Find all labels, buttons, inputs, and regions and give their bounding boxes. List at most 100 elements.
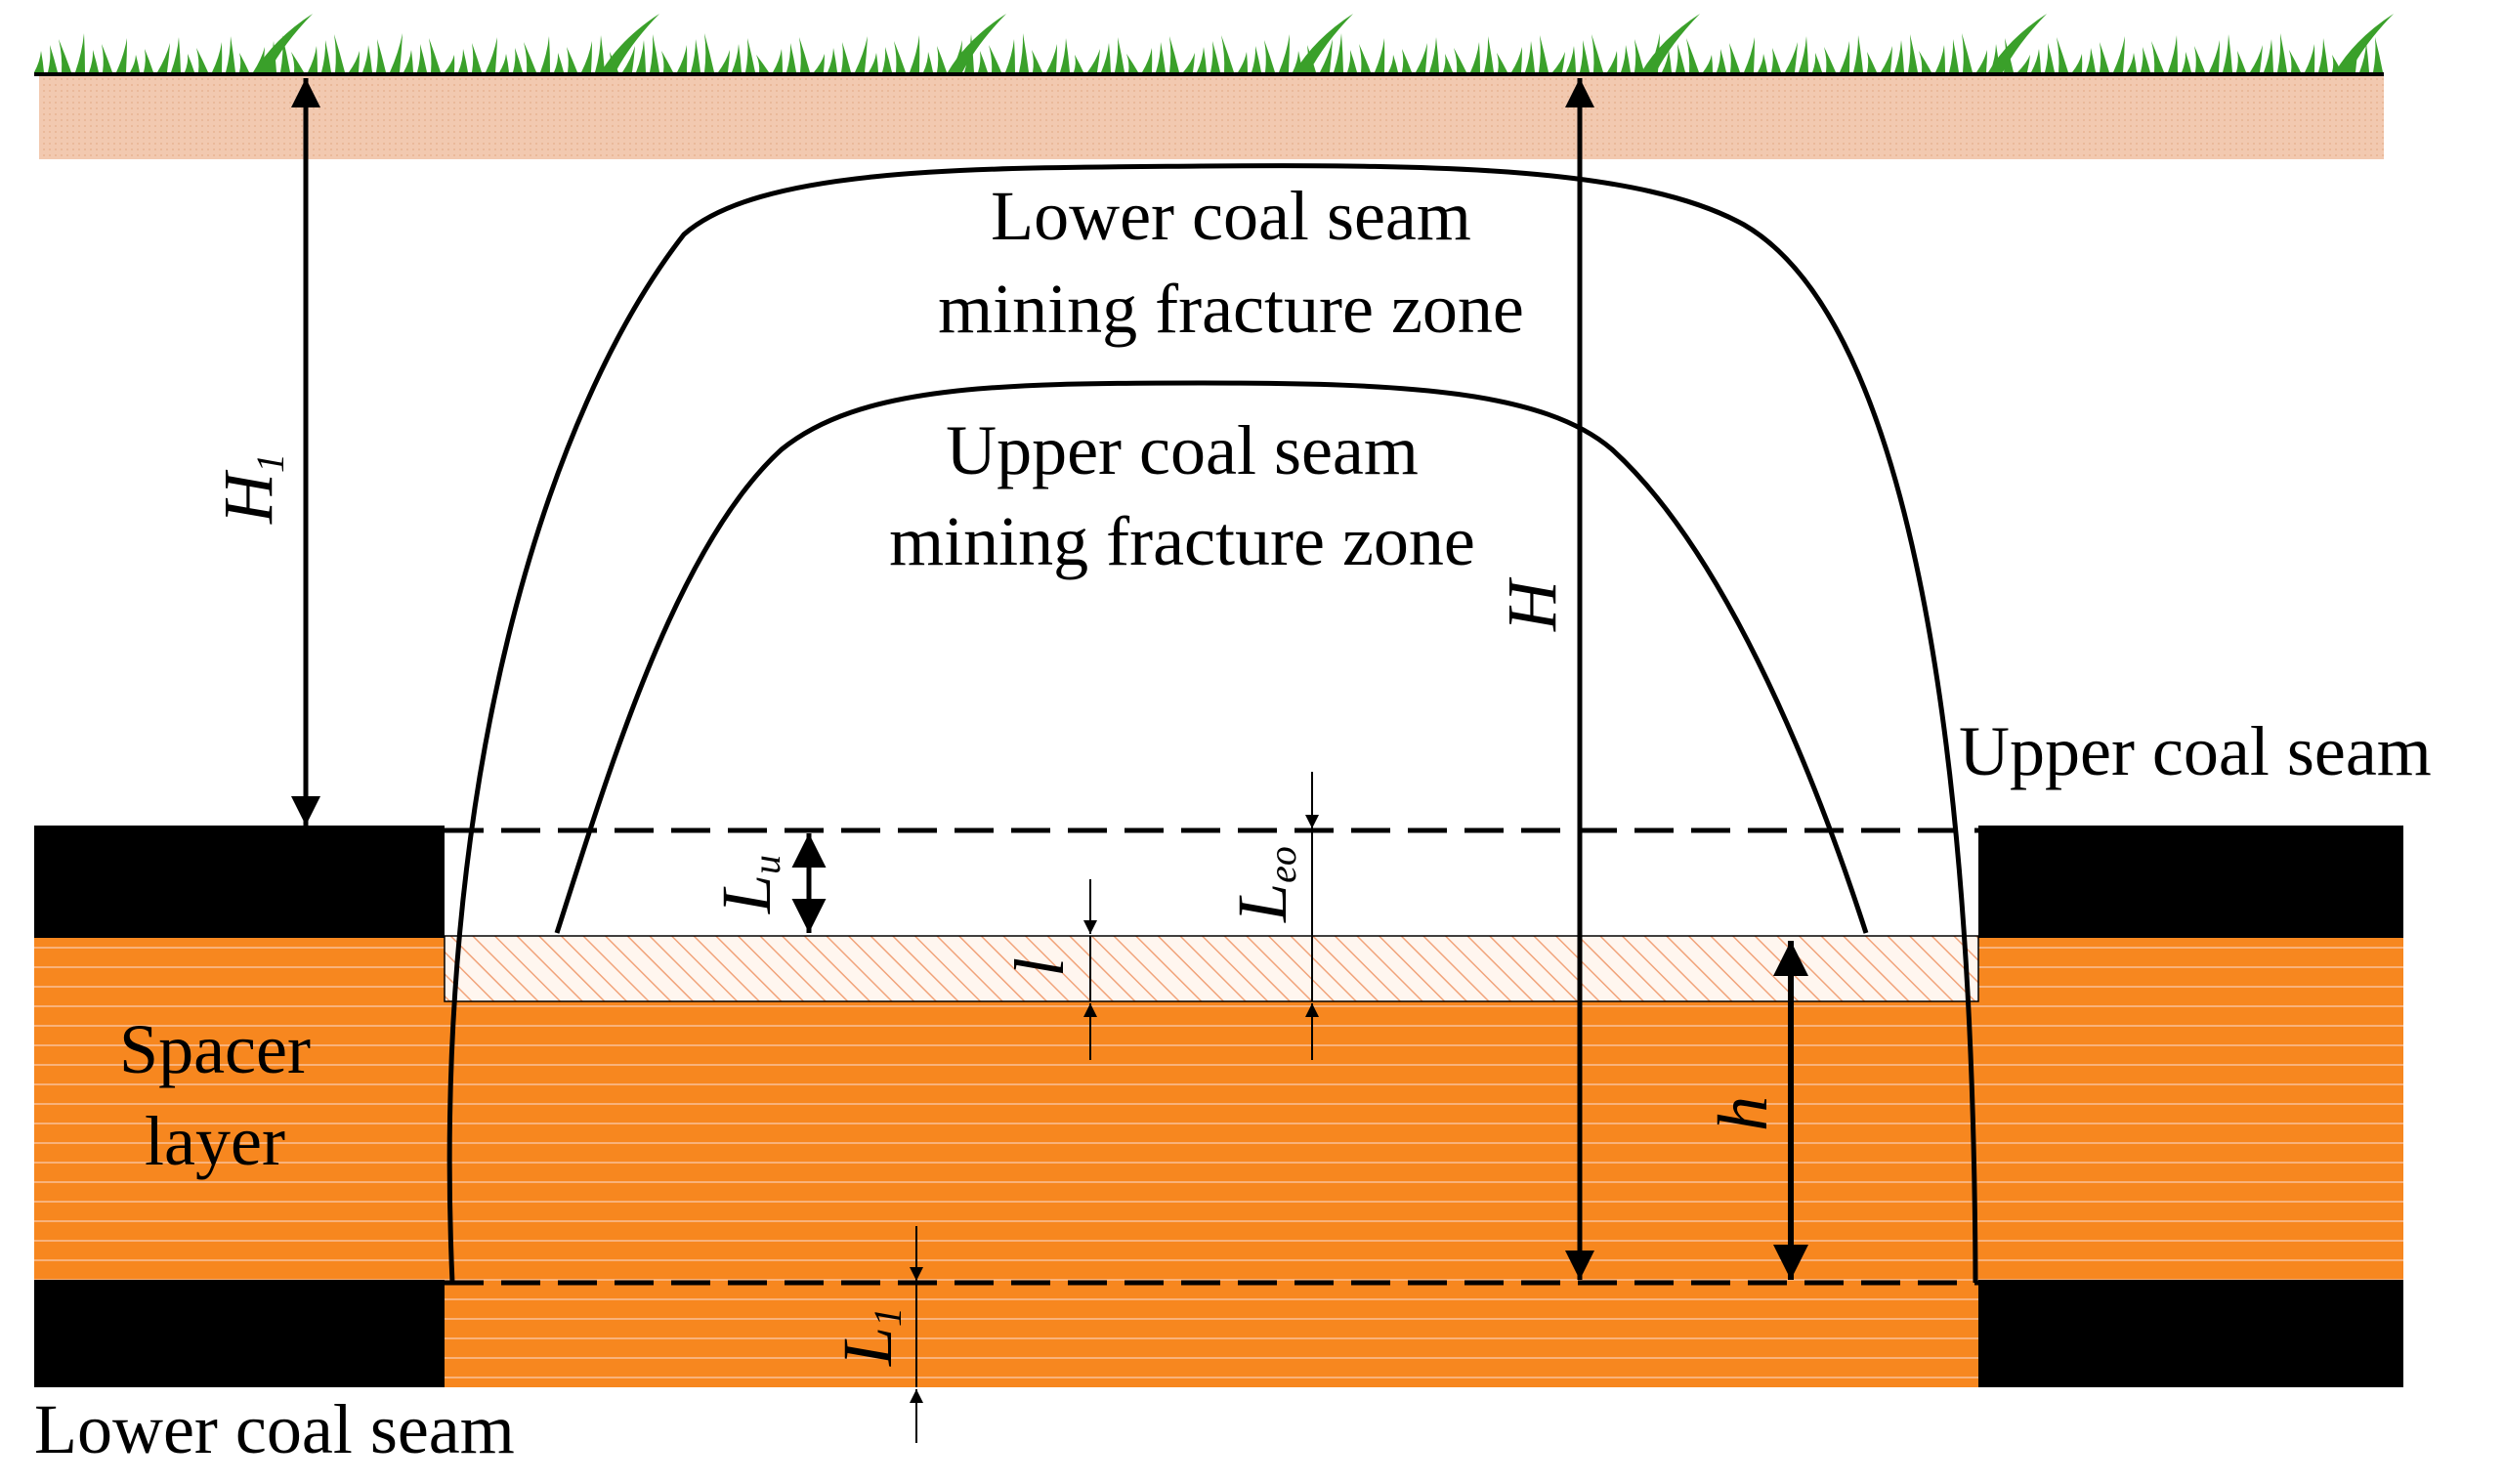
grass-blade (34, 51, 44, 72)
grass-blade (937, 46, 947, 72)
grass-blade (732, 44, 742, 72)
grass-blade (1949, 39, 1959, 72)
grass-blade (196, 48, 208, 72)
grass-blade (1703, 55, 1713, 72)
grass-blade (2113, 36, 2125, 72)
grass-blade (1894, 40, 1904, 72)
grass-blade (1592, 34, 1603, 72)
grass-blade (1686, 38, 1699, 72)
grass-blade (814, 54, 825, 72)
grass-blade (989, 45, 1001, 72)
grass-blade (1210, 41, 1220, 72)
H-label: H (1493, 576, 1571, 632)
grass-blade (2194, 46, 2205, 72)
grass-blade (212, 42, 223, 72)
upper-fracture-zone-curve (554, 380, 1869, 934)
Leo-label: Leo (1223, 846, 1304, 923)
grass-blade (417, 44, 427, 72)
grass-blade (718, 50, 730, 72)
l-label: l (1000, 957, 1079, 977)
svg-text:H1: H1 (209, 453, 292, 525)
grass-blade (1919, 51, 1931, 72)
grass-blade (1771, 48, 1781, 72)
grass-blade (1812, 53, 1822, 72)
grass-blade (745, 38, 755, 72)
grass-blade (1511, 47, 1522, 72)
svg-text:H: H (1493, 576, 1571, 632)
grass-blade (445, 55, 455, 72)
grass-blade (1252, 46, 1261, 72)
grass-blade (59, 39, 71, 72)
grass-blade (2045, 43, 2055, 72)
grass-blade (882, 47, 892, 72)
grass-blade (226, 36, 235, 72)
lower-coal-seam-label: Lower coal seam (34, 1390, 515, 1468)
grass-blade (1908, 34, 1918, 72)
grass-blade (601, 14, 659, 72)
grass-blade (1320, 39, 1333, 72)
lower-zone-label-line2: mining fracture zone (938, 270, 1524, 348)
grass-blade (2346, 49, 2357, 72)
grass-blade (704, 33, 714, 72)
grass-blade (1032, 50, 1042, 72)
grass-blade (1279, 34, 1290, 72)
lower-fracture-zone-curve (446, 163, 1978, 1284)
grass-blade (1074, 55, 1083, 72)
grass-blade (2100, 42, 2109, 72)
grass-blade (2168, 35, 2178, 72)
grass-blade (828, 48, 837, 72)
grass-blade (75, 33, 85, 72)
grass-blade (1744, 37, 1755, 72)
upper-coal-seam-label: Upper coal seam (1959, 712, 2432, 790)
grass-blade (1156, 42, 1166, 72)
grass-blade (362, 45, 372, 72)
grass-blade (171, 37, 181, 72)
grass-blade (581, 41, 592, 72)
grass-blade (1046, 44, 1057, 72)
grass-blade (308, 46, 318, 72)
grass-blade (1758, 54, 1767, 72)
grass-blade (1988, 14, 2047, 72)
grass-blade (2250, 45, 2263, 72)
grass-blade (636, 40, 646, 72)
grass-blade (321, 40, 331, 72)
grass-blade (773, 49, 783, 72)
grass-blade (1621, 45, 1631, 72)
grass-blade (1416, 43, 1427, 72)
grass-blade (2031, 49, 2041, 72)
grass-blade (1126, 54, 1138, 72)
h-label: h (1704, 1096, 1782, 1131)
spacer-layer-right (1978, 938, 2403, 1280)
grass-blade (2086, 48, 2096, 72)
grass-blade (1641, 14, 1700, 72)
grass-blade (1347, 50, 1357, 72)
grass-blade (677, 45, 688, 72)
grass-blade (524, 42, 536, 72)
grass-blade (499, 54, 509, 72)
upper-zone-label-line1: Upper coal seam (946, 411, 1419, 489)
grass-blade (691, 39, 700, 72)
grass-blade (894, 41, 906, 72)
svg-text:Leo: Leo (1223, 846, 1304, 923)
grass-blade (841, 42, 851, 72)
spacer-layer-label-line2: layer (145, 1102, 285, 1180)
grass-blade (869, 53, 878, 72)
L1-label: L1 (828, 1307, 910, 1367)
grass-blade (291, 52, 304, 72)
grass-blade (1060, 38, 1070, 72)
grass-blade (1676, 44, 1685, 72)
grass-blade (334, 34, 345, 72)
grass-blade (2359, 43, 2369, 72)
grass-blade (1717, 49, 1726, 72)
grass-blade (756, 55, 769, 72)
grass-blade (2141, 47, 2150, 72)
grass-blade (2182, 52, 2191, 72)
grass-blade (1101, 43, 1111, 72)
svg-text:L1: L1 (828, 1307, 910, 1367)
grass-blade (1197, 47, 1207, 72)
upper-coal-seam-left (34, 826, 445, 938)
grass-blade (2264, 39, 2273, 72)
grass-blade (799, 37, 810, 72)
grass-blade (1824, 47, 1836, 72)
grass-blade (1115, 37, 1125, 72)
